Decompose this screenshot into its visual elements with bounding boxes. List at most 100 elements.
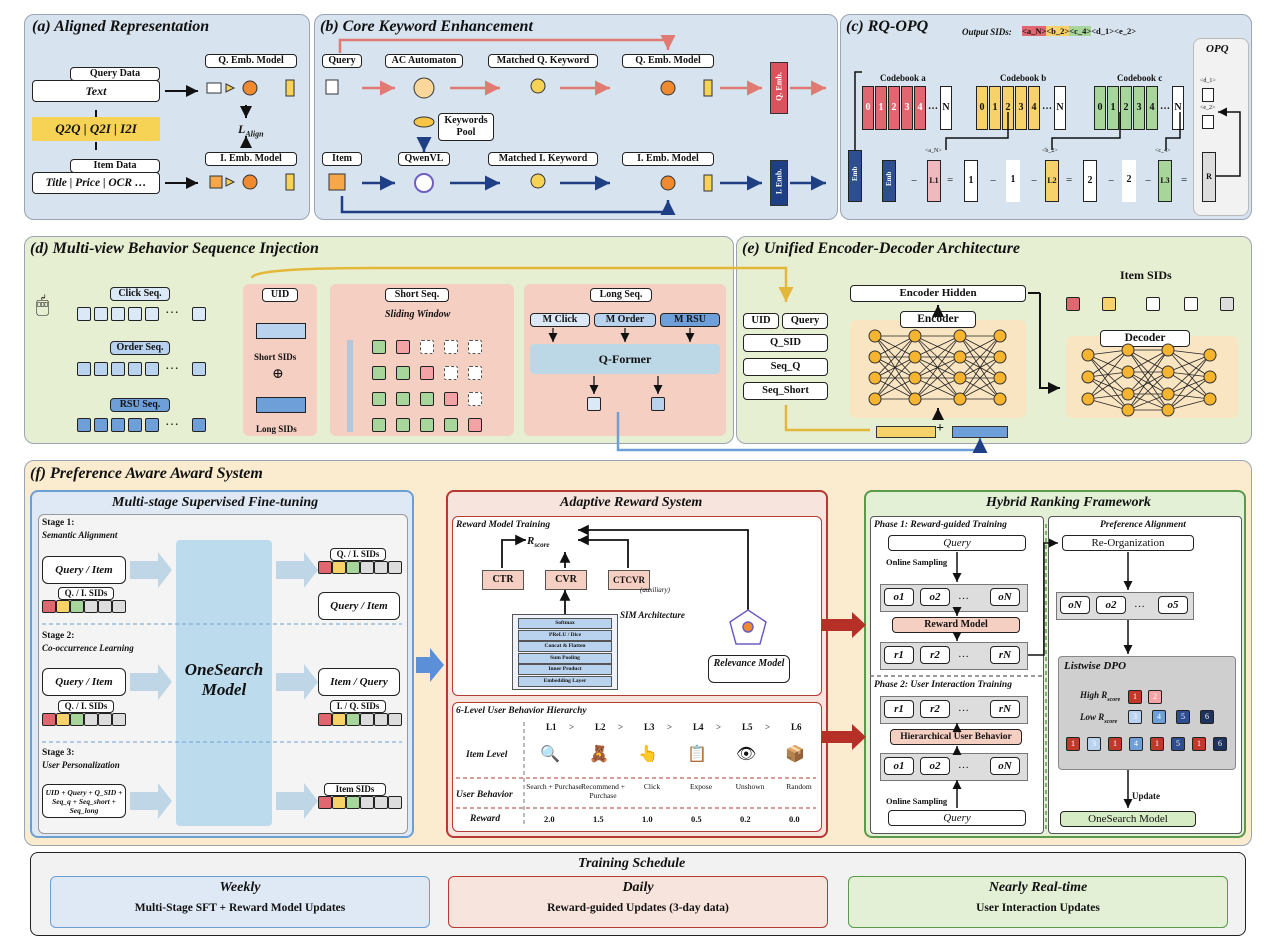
reorg-on: oN — [1060, 596, 1090, 614]
auxiliary-label: (auxiliary) — [640, 586, 670, 594]
minus-2: − — [990, 175, 997, 187]
o1-b: o1 — [884, 757, 914, 775]
phase2-query: Query — [888, 810, 1026, 826]
sw-cell-3-0 — [372, 418, 386, 432]
hierarchy-title: 6-Level User Behavior Hierarchy — [456, 706, 587, 716]
dpo-chain-2: 1 — [1108, 737, 1122, 751]
s3-item-sids: Item SIDs — [324, 783, 386, 796]
opq-d1-cell — [1202, 88, 1214, 102]
level-3-reward: 0.5 — [691, 814, 702, 824]
panel-c-title: (c) RQ-OPQ — [846, 18, 929, 35]
r1-a: r1 — [884, 646, 914, 664]
s2out-cell-3 — [360, 713, 374, 726]
dpo-hi-1: 2 — [1148, 690, 1162, 704]
seq-cell-2-0 — [77, 418, 91, 432]
reorg-dots: … — [1134, 598, 1145, 610]
panel-b-title: (b) Core Keyword Enhancement — [320, 18, 533, 35]
reorg-box: Re-Organization — [1062, 535, 1194, 551]
stage3-name: User Personalization — [42, 760, 120, 770]
schedule-title: Training Schedule — [578, 856, 686, 871]
query-box-b: Query — [322, 54, 362, 68]
ctr-head: CTR — [482, 570, 524, 590]
stage1-label: Stage 1: — [42, 518, 75, 528]
cb_c-cell-6: N — [1172, 86, 1184, 130]
short-sids-cells — [256, 323, 306, 339]
sw-cell-0-4 — [468, 340, 482, 354]
cb_a-cell-1: 1 — [875, 86, 887, 130]
dpo-chain-4: 1 — [1150, 737, 1164, 751]
minus-4: − — [1108, 175, 1115, 187]
dpo-title: Listwise DPO — [1064, 660, 1127, 672]
sim-layer-2: Concat & Flatten — [518, 641, 612, 652]
s1-qi-sids: Q. / I. SIDs — [58, 587, 114, 600]
s2out-cell-2 — [346, 713, 360, 726]
out-sid-5 — [1220, 297, 1234, 311]
sft-arrows — [130, 552, 444, 819]
seq-cell-0-1 — [94, 307, 108, 321]
daily-card: Daily Reward-guided Updates (3-day data) — [448, 876, 828, 928]
dpo-chain-1: 3 — [1087, 737, 1101, 751]
decoder-net — [1081, 343, 1217, 417]
rm-training-label: Reward Model Training — [456, 520, 551, 530]
s2-query-item: Query / Item — [42, 668, 126, 696]
stage2-label: Stage 2: — [42, 631, 75, 641]
cb_a-cell-0: 0 — [862, 86, 874, 130]
cb_b-cell-6: N — [1054, 86, 1066, 130]
weekly-card: Weekly Multi-Stage SFT + Reward Model Up… — [50, 876, 430, 928]
on-a: oN — [990, 588, 1020, 606]
sw-cell-2-1 — [396, 392, 410, 406]
item-text-box: Title | Price | OCR … — [32, 172, 160, 194]
online-sampling-2: Online Sampling — [886, 796, 948, 806]
s1-out-query-item: Query / Item — [318, 592, 400, 620]
l3-cell: L3 — [1158, 160, 1172, 202]
decoder-label: Decoder — [1100, 330, 1190, 347]
b-2-label: <b_2> — [1042, 148, 1058, 154]
dots-r1: … — [958, 648, 969, 660]
high-r: High Rscore — [1080, 690, 1121, 703]
hier-dividers — [456, 722, 816, 826]
item-box-b: Item — [322, 152, 362, 166]
r2-a: r2 — [920, 646, 950, 664]
short-seq-block — [330, 284, 514, 436]
out-sid-4 — [1184, 297, 1198, 311]
cb_b-cell-3: 3 — [1015, 86, 1027, 130]
sw-cell-3-2 — [420, 418, 434, 432]
long-sids-cells — [256, 397, 306, 413]
phase1-query: Query — [888, 535, 1026, 551]
eq-3: = — [1181, 174, 1188, 186]
cb_c-cell-4: 4 — [1146, 86, 1158, 130]
order-dots: … — [165, 358, 179, 373]
output-sids-label: Output SIDs: — [962, 27, 1012, 37]
pref-align-label: Preference Alignment — [1100, 520, 1186, 530]
panel-d-title: (d) Multi-view Behavior Sequence Injecti… — [30, 240, 319, 257]
level-5-id: L6 — [791, 722, 802, 732]
rn-b: rN — [990, 700, 1020, 718]
matched-i-keyword: Matched I. Keyword — [488, 152, 598, 166]
level-0-behavior: Search + Purchase — [526, 782, 582, 791]
short-seq-label: Short Seq. — [385, 288, 449, 302]
q2q-banner: Q2Q | Q2I | I2I — [32, 117, 160, 141]
dpo-chain-7: 6 — [1213, 737, 1227, 751]
encoder-hidden: Encoder Hidden — [850, 285, 1026, 302]
c-4-label: <c_4> — [1155, 148, 1171, 154]
encoder-net — [868, 329, 1007, 406]
s1-cell-5 — [112, 600, 126, 613]
user-behavior-label: User Behavior — [456, 790, 513, 800]
level-3-gt: > — [716, 722, 722, 732]
level-1-behavior: Recommend + Purchase — [580, 782, 625, 800]
level-2-behavior: Click — [643, 782, 661, 791]
sw-cell-2-4 — [468, 392, 482, 406]
s3-cell-1 — [332, 796, 346, 809]
s2-cell-5 — [112, 713, 126, 726]
dpo-chain-0: 1 — [1066, 737, 1080, 751]
s3-cell-5 — [388, 796, 402, 809]
cb_c-cell-3: 3 — [1133, 86, 1145, 130]
query-input: Query — [782, 313, 828, 329]
s3-cell-4 — [374, 796, 388, 809]
uid-input: UID — [743, 313, 779, 329]
plus-circle: ⊕ — [272, 367, 284, 382]
level-1-gt: > — [618, 722, 624, 732]
s1out-cell-3 — [360, 561, 374, 574]
i-emb-model-b: I. Emb. Model — [622, 152, 714, 166]
minus-1: − — [911, 175, 918, 187]
